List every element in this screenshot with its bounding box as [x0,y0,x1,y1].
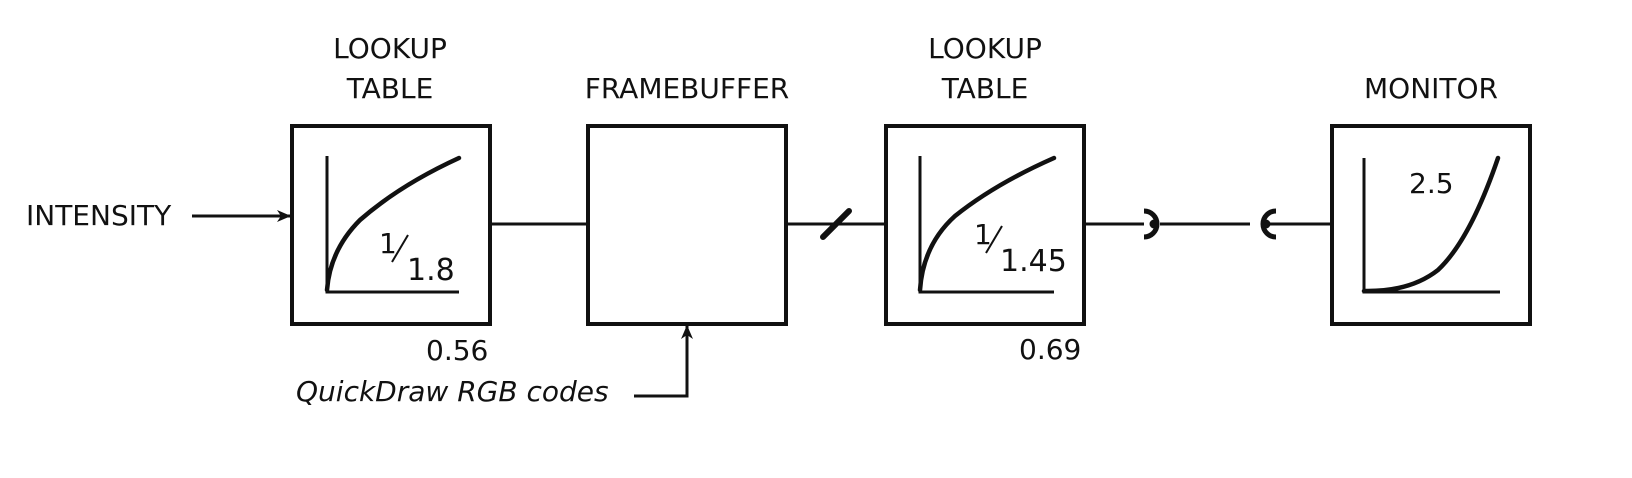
lut2-curve [917,155,1057,293]
lut2-numerator: 1 [974,218,992,251]
lut1-numerator: 1 [379,227,397,260]
lut2-title-line2: TABLE [941,72,1029,105]
connector-plug-pin [1149,219,1159,229]
input-label: INTENSITY [26,199,172,232]
lut1-title-line2: TABLE [346,72,434,105]
framebuffer-input-label: QuickDraw RGB codes [296,375,609,408]
framebuffer-title: FRAMEBUFFER [585,72,790,105]
bus-slash-mark [820,208,852,240]
lut2-fraction-slash [985,225,1003,254]
lut1-box [290,124,492,326]
monitor-title: MONITOR [1364,72,1498,105]
monitor-box [1330,124,1532,326]
framebuffer-box [586,124,788,326]
lut1-value: 0.56 [426,334,488,367]
lut2-value: 0.69 [1019,333,1081,366]
quickdraw-input-arrow [634,325,693,398]
lut1-denominator: 1.8 [407,253,455,288]
monitor-gamma-label: 2.5 [1409,167,1454,200]
lut1-title-line1: LOOKUP [333,32,447,65]
lut2-title-line1: LOOKUP [928,32,1042,65]
lut2-denominator: 1.45 [1000,244,1067,279]
monitor-curve [1361,155,1501,294]
lut1-fraction-slash [391,234,409,263]
lut1-curve [324,155,462,293]
